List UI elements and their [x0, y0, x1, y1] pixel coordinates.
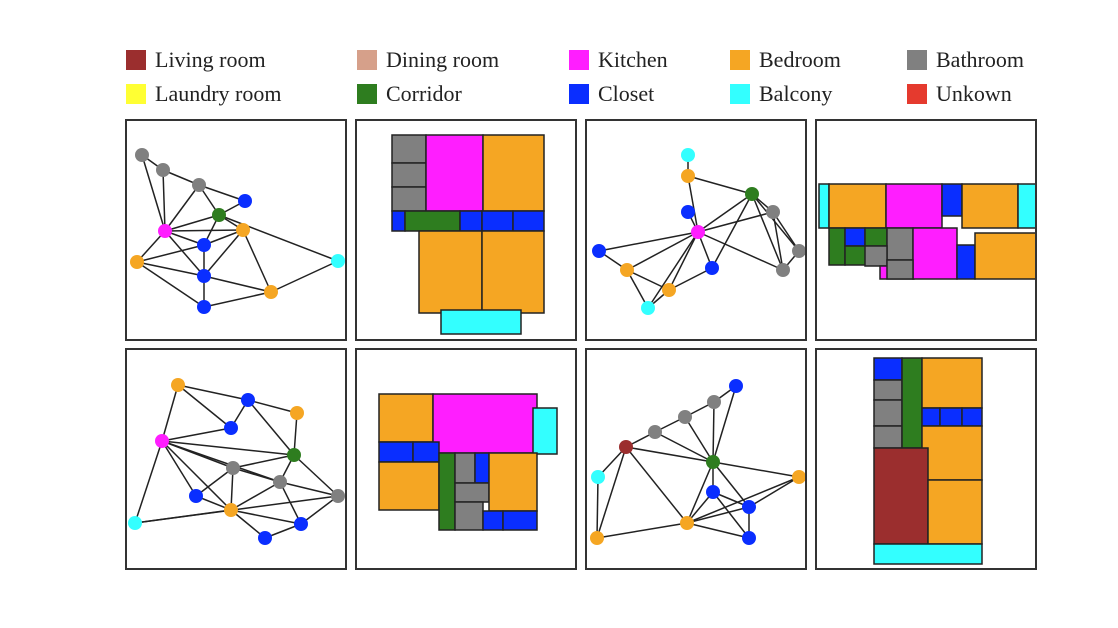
floorplan	[391, 134, 545, 335]
graph-panel-2	[585, 119, 807, 341]
graph-panel-3	[125, 348, 347, 570]
legend-item-kitchen: Kitchen	[569, 47, 668, 73]
legend-label: Dining room	[386, 47, 500, 72]
legend-item-balcony: Balcony	[730, 81, 832, 107]
floorplan-panel-3	[355, 348, 577, 570]
legend-label: Laundry room	[155, 81, 282, 106]
legend-item-unknown: Unkown	[907, 81, 1012, 107]
graph-nodes	[590, 379, 805, 545]
graph-panel-4	[585, 348, 807, 570]
floorplan-rooms	[391, 134, 545, 335]
floorplan-panel-2	[815, 119, 1037, 341]
legend-label: Kitchen	[598, 47, 668, 72]
legend-swatch	[730, 84, 750, 104]
legend-label: Living room	[155, 47, 266, 72]
room-graph	[128, 378, 345, 545]
legend-label: Bedroom	[759, 47, 841, 72]
legend-swatch	[126, 84, 146, 104]
floorplan-rooms	[873, 357, 983, 565]
graph-edges	[596, 385, 800, 539]
legend-label: Balcony	[759, 81, 833, 106]
floorplan-panel-1	[355, 119, 577, 341]
graph-nodes	[128, 378, 345, 545]
legend-swatch	[126, 50, 146, 70]
legend-item-dining-room: Dining room	[357, 47, 499, 73]
legend-item-corridor: Corridor	[357, 81, 462, 107]
graph-nodes	[130, 148, 345, 314]
graph-nodes	[592, 148, 805, 315]
graph-edges	[134, 384, 339, 539]
legend-swatch	[907, 84, 927, 104]
legend-swatch	[357, 84, 377, 104]
graph-panel-1	[125, 119, 347, 341]
legend-item-living-room: Living room	[126, 47, 266, 73]
floorplan-rooms	[378, 393, 558, 531]
legend-item-bathroom: Bathroom	[907, 47, 1024, 73]
floorplan	[818, 183, 1035, 280]
legend-item-closet: Closet	[569, 81, 654, 107]
legend-swatch	[569, 50, 589, 70]
legend-label: Closet	[598, 81, 655, 106]
room-graph	[592, 148, 805, 315]
legend-swatch	[357, 50, 377, 70]
legend-item-laundry-room: Laundry room	[126, 81, 281, 107]
floorplan	[873, 357, 983, 565]
legend: Living room Dining room Kitchen Bedroom …	[0, 0, 1118, 120]
legend-item-bedroom: Bedroom	[730, 47, 841, 73]
legend-swatch	[569, 84, 589, 104]
room-graph	[130, 148, 345, 314]
floorplan	[378, 393, 558, 531]
legend-label: Bathroom	[936, 47, 1024, 72]
floorplan-rooms	[818, 183, 1035, 280]
room-graph	[590, 379, 805, 545]
legend-label: Corridor	[386, 81, 462, 106]
floorplan-panel-4	[815, 348, 1037, 570]
legend-swatch	[730, 50, 750, 70]
legend-label: Unkown	[936, 81, 1012, 106]
legend-swatch	[907, 50, 927, 70]
